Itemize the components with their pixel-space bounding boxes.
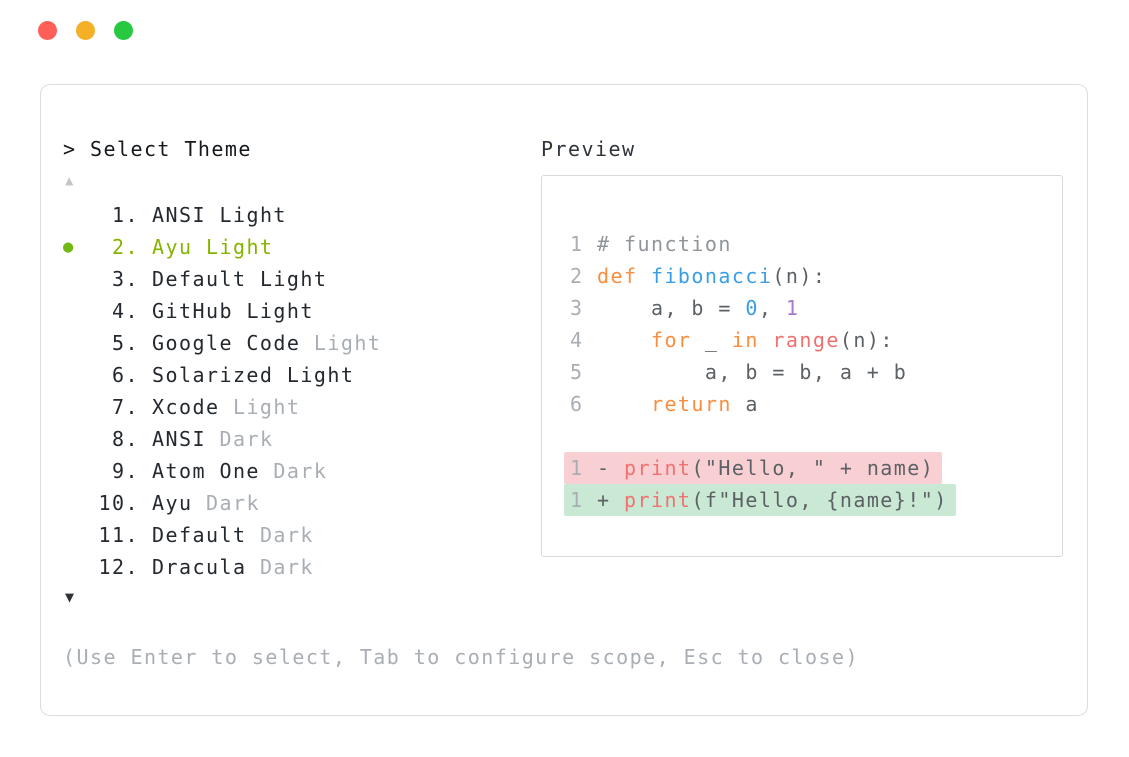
theme-option-ayu-dark[interactable]: 10. Ayu Dark [63,487,381,519]
diff-line-added: 1 + print(f"Hello, {name}!") [564,484,1062,516]
theme-name: Dracula Dark [152,555,314,579]
theme-number: 8. [112,427,139,451]
theme-option-atom-one-dark[interactable]: 9. Atom One Dark [63,455,381,487]
theme-name: Xcode Light [152,395,301,419]
theme-name: Atom One Dark [152,459,328,483]
theme-option-ayu-light[interactable]: ● 2. Ayu Light [63,231,381,263]
theme-name: ANSI Dark [152,427,274,451]
code-line: 1 # function [570,232,732,256]
scroll-down-icon[interactable]: ▼ [65,588,76,606]
code-line: 4 for _ in range(n): [570,328,894,352]
code-line: 2 def fibonacci(n): [570,264,827,288]
theme-name: Solarized Light [152,363,355,387]
theme-option-github-light[interactable]: 4. GitHub Light [63,295,381,327]
zoom-button[interactable] [114,21,133,40]
window-controls [38,21,133,40]
theme-number: 11. [98,523,139,547]
theme-option-google-code-light[interactable]: 5. Google Code Light [63,327,381,359]
theme-option-xcode-light[interactable]: 7. Xcode Light [63,391,381,423]
panel-title: > Select Theme [63,137,252,161]
diff-line-removed: 1 - print("Hello, " + name) [564,452,1062,484]
code-line: 5 a, b = b, a + b [570,360,908,384]
theme-name: Ayu Dark [152,491,260,515]
theme-number: 10. [98,491,139,515]
theme-option-default-light[interactable]: 3. Default Light [63,263,381,295]
keyboard-hint: (Use Enter to select, Tab to configure s… [63,645,859,669]
theme-number: 7. [112,395,139,419]
theme-name: ANSI Light [152,203,287,227]
theme-name: GitHub Light [152,299,314,323]
code-line: 3 a, b = 0, 1 [570,296,800,320]
scroll-up-icon[interactable]: ▲ [65,173,75,189]
theme-name: Default Dark [152,523,314,547]
theme-number: 9. [112,459,139,483]
theme-number: 3. [112,267,139,291]
theme-option-solarized-light[interactable]: 6. Solarized Light [63,359,381,391]
theme-list: 1. ANSI Light ● 2. Ayu Light 3. Default Light 4… [63,199,381,583]
theme-option-ansi-light[interactable]: 1. ANSI Light [63,199,381,231]
blank-line [570,420,1062,452]
preview-code: 1 # function 2 def fibonacci(n): 3 a, b = … [542,176,1062,516]
theme-name: Ayu Light [152,235,274,259]
theme-number: 4. [112,299,139,323]
preview-box: 1 # function 2 def fibonacci(n): 3 a, b = … [541,175,1063,557]
theme-name: Google Code Light [152,331,382,355]
theme-picker-panel: > Select Theme ▲ 1. ANSI Light ● 2. Ayu Ligh… [40,84,1088,716]
theme-number: 12. [98,555,139,579]
theme-option-ansi-dark[interactable]: 8. ANSI Dark [63,423,381,455]
theme-name: Default Light [152,267,328,291]
close-button[interactable] [38,21,57,40]
minimize-button[interactable] [76,21,95,40]
theme-number: 5. [112,331,139,355]
theme-option-dracula-dark[interactable]: 12. Dracula Dark [63,551,381,583]
theme-number: 1. [112,203,139,227]
selected-dot-icon: ● [63,237,75,257]
theme-number: 6. [112,363,139,387]
theme-number: 2. [112,235,139,259]
code-line: 6 return a [570,392,759,416]
theme-option-default-dark[interactable]: 11. Default Dark [63,519,381,551]
preview-label: Preview [541,137,636,161]
